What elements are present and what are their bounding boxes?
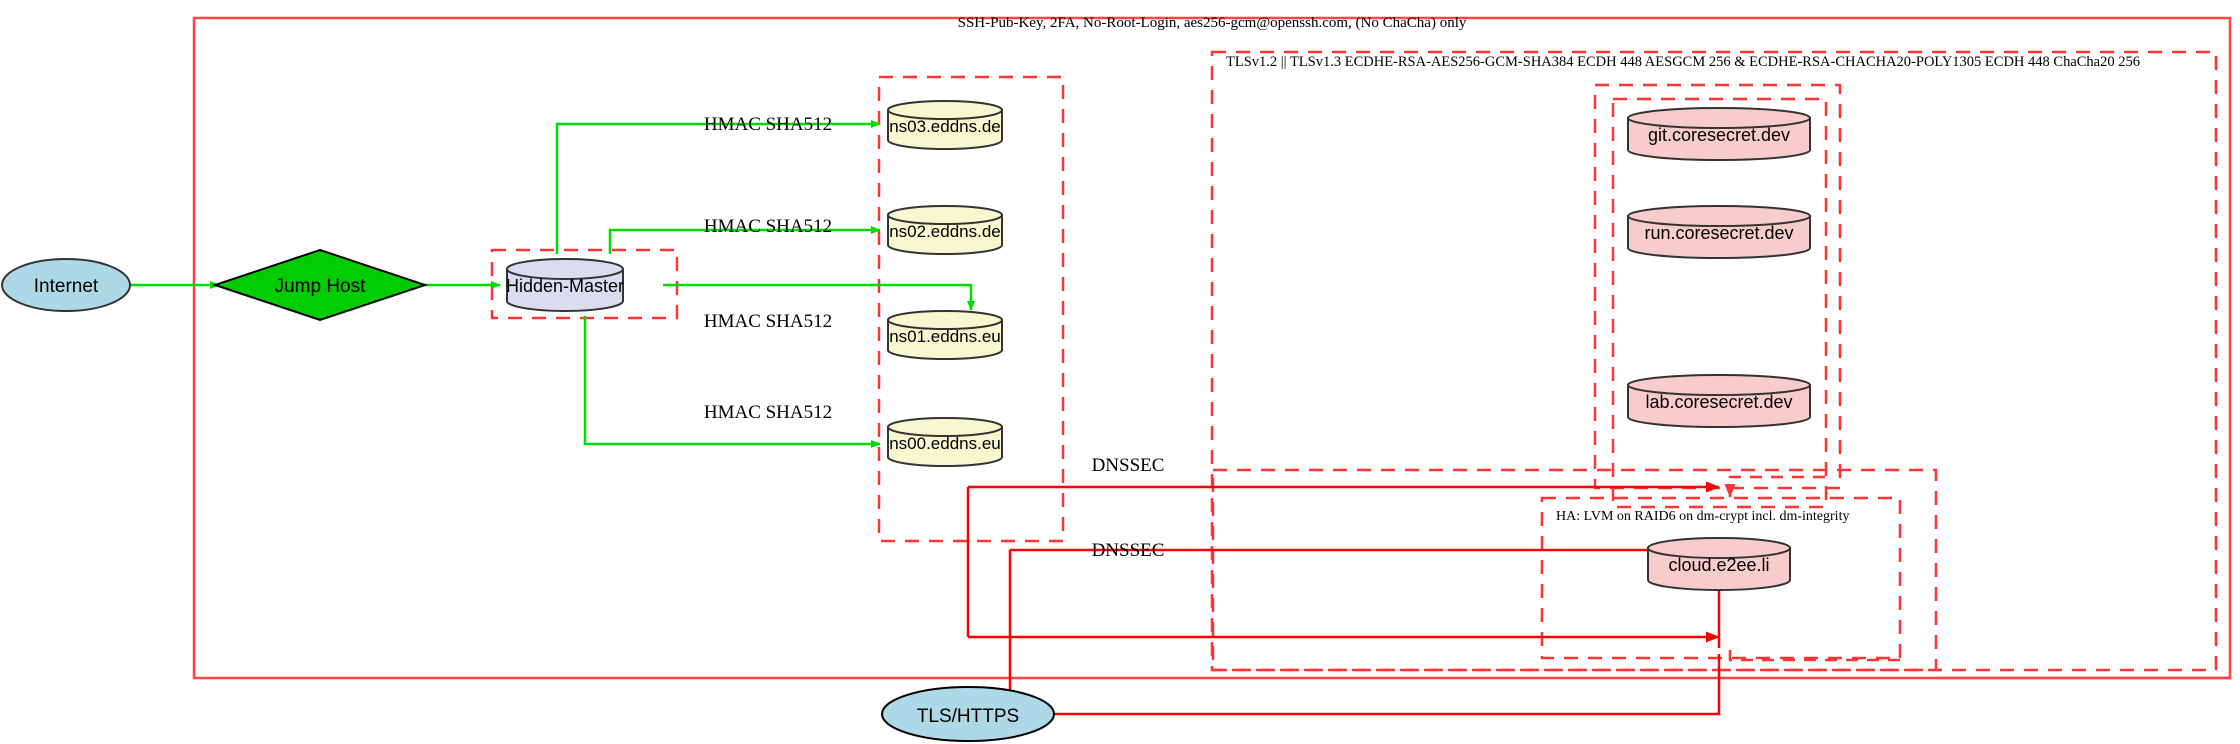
run-cylinder-top xyxy=(1627,205,1811,227)
ns02-cylinder-top xyxy=(887,205,1003,225)
ns03-label: ns03.eddns.de xyxy=(889,117,1001,136)
edge-hiddenmaster-to-ns01 xyxy=(663,283,975,311)
zone-ssh-label: SSH-Pub-Key, 2FA, No-Root-Login, aes256-… xyxy=(958,15,1467,31)
ns03-cylinder-top xyxy=(887,100,1003,120)
git-cylinder-body xyxy=(1627,117,1811,161)
lab-cylinder-body xyxy=(1627,384,1811,428)
ns02-label: ns02.eddns.de xyxy=(889,222,1001,241)
edge-tls-https-right xyxy=(1054,654,1721,716)
node-tls-https[interactable]: TLS/HTTPS xyxy=(881,686,1055,742)
zone-coresecret-inner-boundary xyxy=(1611,97,1828,509)
ns00-cylinder-body xyxy=(887,426,1003,467)
edge-label-hmac-ns00: HMAC SHA512 xyxy=(704,402,832,423)
zone-tls-label: TLSv1.2 || TLSv1.3 ECDHE-RSA-AES256-GCM-… xyxy=(1226,54,2140,70)
lab-label: lab.coresecret.dev xyxy=(1645,392,1792,412)
zone-dnssec-routing-boundary xyxy=(1211,468,1938,672)
hidden-master-label: Hidden-Master xyxy=(506,276,624,296)
tls-https-ellipse-shape xyxy=(881,686,1055,742)
zone-ssh-boundary xyxy=(192,16,2232,680)
cloud-cylinder-body xyxy=(1647,547,1791,591)
node-internet[interactable]: Internet xyxy=(1,258,131,312)
node-lab-coresecret[interactable]: lab.coresecret.dev xyxy=(1627,374,1811,428)
jump-host-diamond-shape xyxy=(211,248,429,322)
node-ns02[interactable]: ns02.eddns.de xyxy=(887,205,1003,255)
cloud-label: cloud.e2ee.li xyxy=(1668,555,1769,575)
ns01-cylinder-top xyxy=(887,310,1003,330)
edge-dashed-to-cloud-lower xyxy=(1728,648,1900,662)
jump-host-label: Jump Host xyxy=(275,276,367,297)
node-jump-host[interactable]: Jump Host xyxy=(211,248,429,322)
lab-cylinder-top xyxy=(1627,374,1811,396)
edge-label-dnssec-upper: DNSSEC xyxy=(1092,455,1165,476)
node-cloud-e2ee[interactable]: cloud.e2ee.li xyxy=(1647,537,1791,591)
edge-label-hmac-ns03: HMAC SHA512 xyxy=(704,114,832,135)
git-label: git.coresecret.dev xyxy=(1648,125,1790,145)
node-git-coresecret[interactable]: git.coresecret.dev xyxy=(1627,107,1811,161)
ns01-label: ns01.eddns.eu xyxy=(889,327,1001,346)
node-run-coresecret[interactable]: run.coresecret.dev xyxy=(1627,205,1811,259)
ns03-cylinder-body xyxy=(887,109,1003,150)
zone-dns-boundary xyxy=(877,75,1065,543)
edge-hiddenmaster-to-ns03 xyxy=(555,120,881,254)
edge-label-dnssec-lower: DNSSEC xyxy=(1092,540,1165,561)
edge-dashed-to-coresecret-upper xyxy=(1724,475,1825,498)
edge-hiddenmaster-to-ns00 xyxy=(583,316,881,448)
node-ns00[interactable]: ns00.eddns.eu xyxy=(887,417,1003,467)
edge-dnssec-lower xyxy=(1010,548,1721,648)
zone-ha-label: HA: LVM on RAID6 on dm-crypt incl. dm-in… xyxy=(1556,509,1849,524)
edge-hiddenmaster-to-ns02 xyxy=(608,226,881,254)
internet-ellipse-shape xyxy=(1,258,131,312)
internet-label: Internet xyxy=(34,276,99,297)
git-cylinder-top xyxy=(1627,107,1811,129)
hidden-master-cylinder-top xyxy=(506,258,624,280)
edge-label-hmac-ns02: HMAC SHA512 xyxy=(704,216,832,237)
run-cylinder-body xyxy=(1627,215,1811,259)
zone-tls-boundary xyxy=(1210,50,2218,672)
ns00-label: ns00.eddns.eu xyxy=(889,434,1001,453)
ns01-cylinder-body xyxy=(887,319,1003,360)
node-hidden-master[interactable]: Hidden-Master xyxy=(506,258,624,312)
cloud-cylinder-top xyxy=(1647,537,1791,559)
node-ns03[interactable]: ns03.eddns.de xyxy=(887,100,1003,150)
hidden-master-cylinder-body xyxy=(506,268,624,312)
ns02-cylinder-body xyxy=(887,214,1003,255)
tls-https-label: TLS/HTTPS xyxy=(917,706,1019,727)
edge-label-hmac-ns01: HMAC SHA512 xyxy=(704,311,832,332)
ns00-cylinder-top xyxy=(887,417,1003,437)
zone-ha-boundary xyxy=(1540,496,1902,660)
run-label: run.coresecret.dev xyxy=(1644,223,1793,243)
node-ns01[interactable]: ns01.eddns.eu xyxy=(887,310,1003,360)
